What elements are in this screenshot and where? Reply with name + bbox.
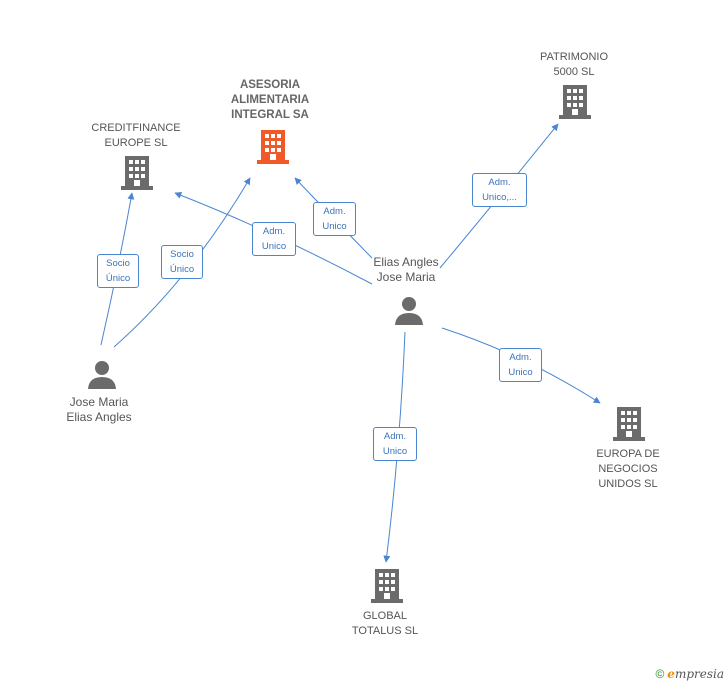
person-icon [395, 297, 423, 325]
empresia-logo[interactable]: empresia [667, 667, 724, 681]
person-elias-label[interactable]: Elias Angles Jose Maria [373, 255, 439, 284]
edge-label-elias-creditfinance: Adm. Unico [252, 222, 296, 256]
edge-label-jose-asesoria: Socio Único [161, 245, 203, 279]
person-icon [88, 361, 116, 389]
company-global-label[interactable]: GLOBAL TOTALUS SL [351, 610, 419, 637]
edge-label-elias-asesoria: Adm. Unico [313, 202, 356, 236]
empresia-watermark: © empresia [655, 667, 724, 681]
building-icon [371, 569, 403, 603]
building-icon [559, 85, 591, 119]
edge-label-elias-europa: Adm. Unico [499, 348, 542, 382]
copyright-symbol: © [655, 667, 665, 681]
building-icon [257, 130, 289, 164]
company-creditfinance-label[interactable]: CREDITFINANCE EUROPE SL [91, 122, 181, 149]
company-asesoria-label[interactable]: ASESORIA ALIMENTARIA INTEGRAL SA [230, 79, 310, 121]
edge-label-elias-patrimonio: Adm. Unico,... [472, 173, 527, 207]
company-europa-label[interactable]: EUROPA DE NEGOCIOS UNIDOS SL [596, 448, 660, 490]
company-patrimonio-label[interactable]: PATRIMONIO 5000 SL [539, 51, 609, 78]
edge-label-jose-creditfinance: Socio Único [97, 254, 139, 288]
person-jose-label[interactable]: Jose Maria Elias Angles [66, 395, 132, 424]
building-icon [613, 407, 645, 441]
building-icon [121, 156, 153, 190]
edge-label-elias-global: Adm. Unico [373, 427, 417, 461]
